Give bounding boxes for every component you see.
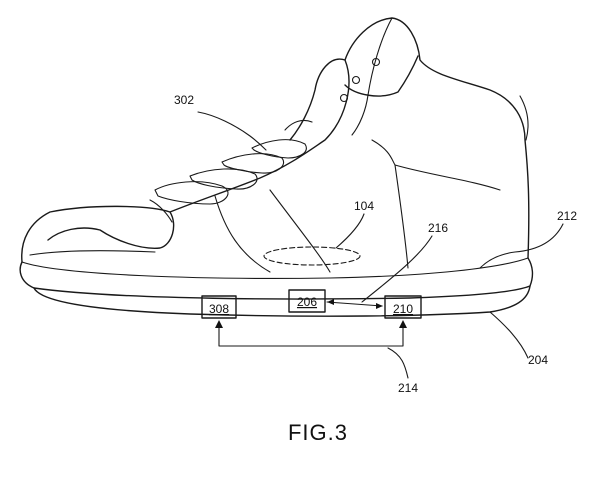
sole-top-edge — [21, 257, 529, 279]
link-308-210 — [218, 321, 404, 347]
figure-caption: FIG.3 — [288, 420, 348, 445]
box-210-rect — [384, 295, 422, 319]
lace — [189, 168, 258, 190]
label-214: 214 — [398, 381, 418, 395]
leader-204 — [489, 311, 529, 359]
leader-214 — [387, 347, 409, 379]
label-216: 216 — [428, 221, 448, 235]
box-206: 206 — [288, 289, 326, 313]
side-curve — [214, 195, 271, 273]
toe-inner — [29, 250, 156, 256]
box-308: 308 — [201, 295, 237, 319]
box-206-rect — [288, 289, 326, 313]
heel-counter — [394, 164, 409, 269]
leader-104 — [335, 213, 365, 249]
arrowhead — [399, 320, 407, 328]
lace — [149, 199, 173, 223]
box-210: 210 — [384, 295, 422, 319]
leader-lines — [197, 111, 564, 379]
label-104: 104 — [354, 199, 374, 213]
lace — [251, 139, 307, 159]
shoe-drawing — [19, 17, 534, 317]
heel-tab — [519, 95, 529, 141]
mid-panel — [269, 189, 331, 273]
tongue — [289, 58, 346, 141]
collar-pad — [344, 55, 419, 97]
lace — [221, 153, 284, 174]
eyelet — [371, 57, 381, 67]
box-308-rect — [201, 295, 237, 319]
label-212: 212 — [557, 209, 577, 223]
upper-main — [169, 17, 530, 259]
connectors — [215, 299, 407, 347]
box-308-label: 308 — [209, 302, 229, 316]
leader-212 — [479, 223, 564, 269]
lace — [284, 119, 313, 131]
toe-cap — [21, 205, 175, 263]
eyelet — [339, 93, 349, 103]
arrowhead — [215, 320, 223, 328]
arrowhead — [376, 303, 383, 309]
sensor-region-ellipse — [263, 246, 361, 266]
label-204: 204 — [528, 353, 548, 367]
lace — [154, 181, 229, 205]
arrowhead — [327, 299, 334, 305]
label-302: 302 — [174, 93, 194, 107]
box-210-label: 210 — [393, 302, 413, 316]
leader-216 — [361, 235, 433, 303]
ankle-panel — [371, 139, 501, 191]
link-206-210 — [326, 301, 383, 307]
box-206-label: 206 — [297, 295, 317, 309]
sole-bottom — [33, 285, 531, 317]
leader-302 — [197, 111, 267, 151]
reference-labels: 302 104 216 212 204 214 — [174, 93, 577, 395]
eyelet — [351, 75, 361, 85]
